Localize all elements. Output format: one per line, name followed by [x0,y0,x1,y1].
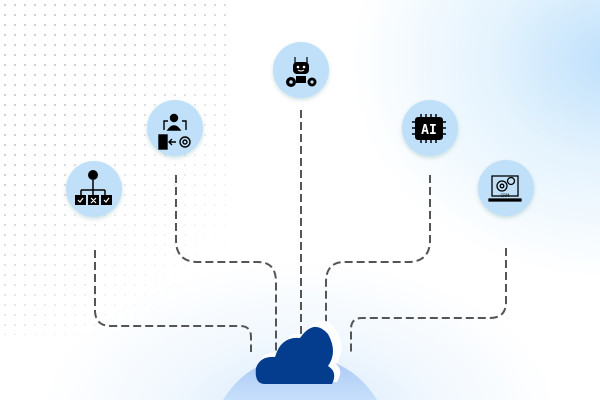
node-decision-tree[interactable] [66,161,122,217]
crm-label: CRM [500,193,510,198]
connector-1 [94,250,252,352]
connector-5 [350,248,507,352]
ai-label: AI [421,123,437,138]
robot-gears-icon [286,57,317,87]
dot-pattern [0,0,230,335]
node-crm[interactable]: CRM [478,160,534,216]
node-robot[interactable] [273,42,329,98]
workflow-automation-icon [158,113,191,150]
decision-tree-icon [75,170,112,205]
crm-laptop-icon: CRM [488,175,522,202]
node-ai-chip[interactable]: AI [402,100,458,156]
cloud-icon [255,320,342,384]
connector-4 [325,175,431,352]
connector-2 [175,175,277,352]
ai-chip-icon: AI [412,114,446,143]
node-workflow[interactable] [147,100,203,156]
